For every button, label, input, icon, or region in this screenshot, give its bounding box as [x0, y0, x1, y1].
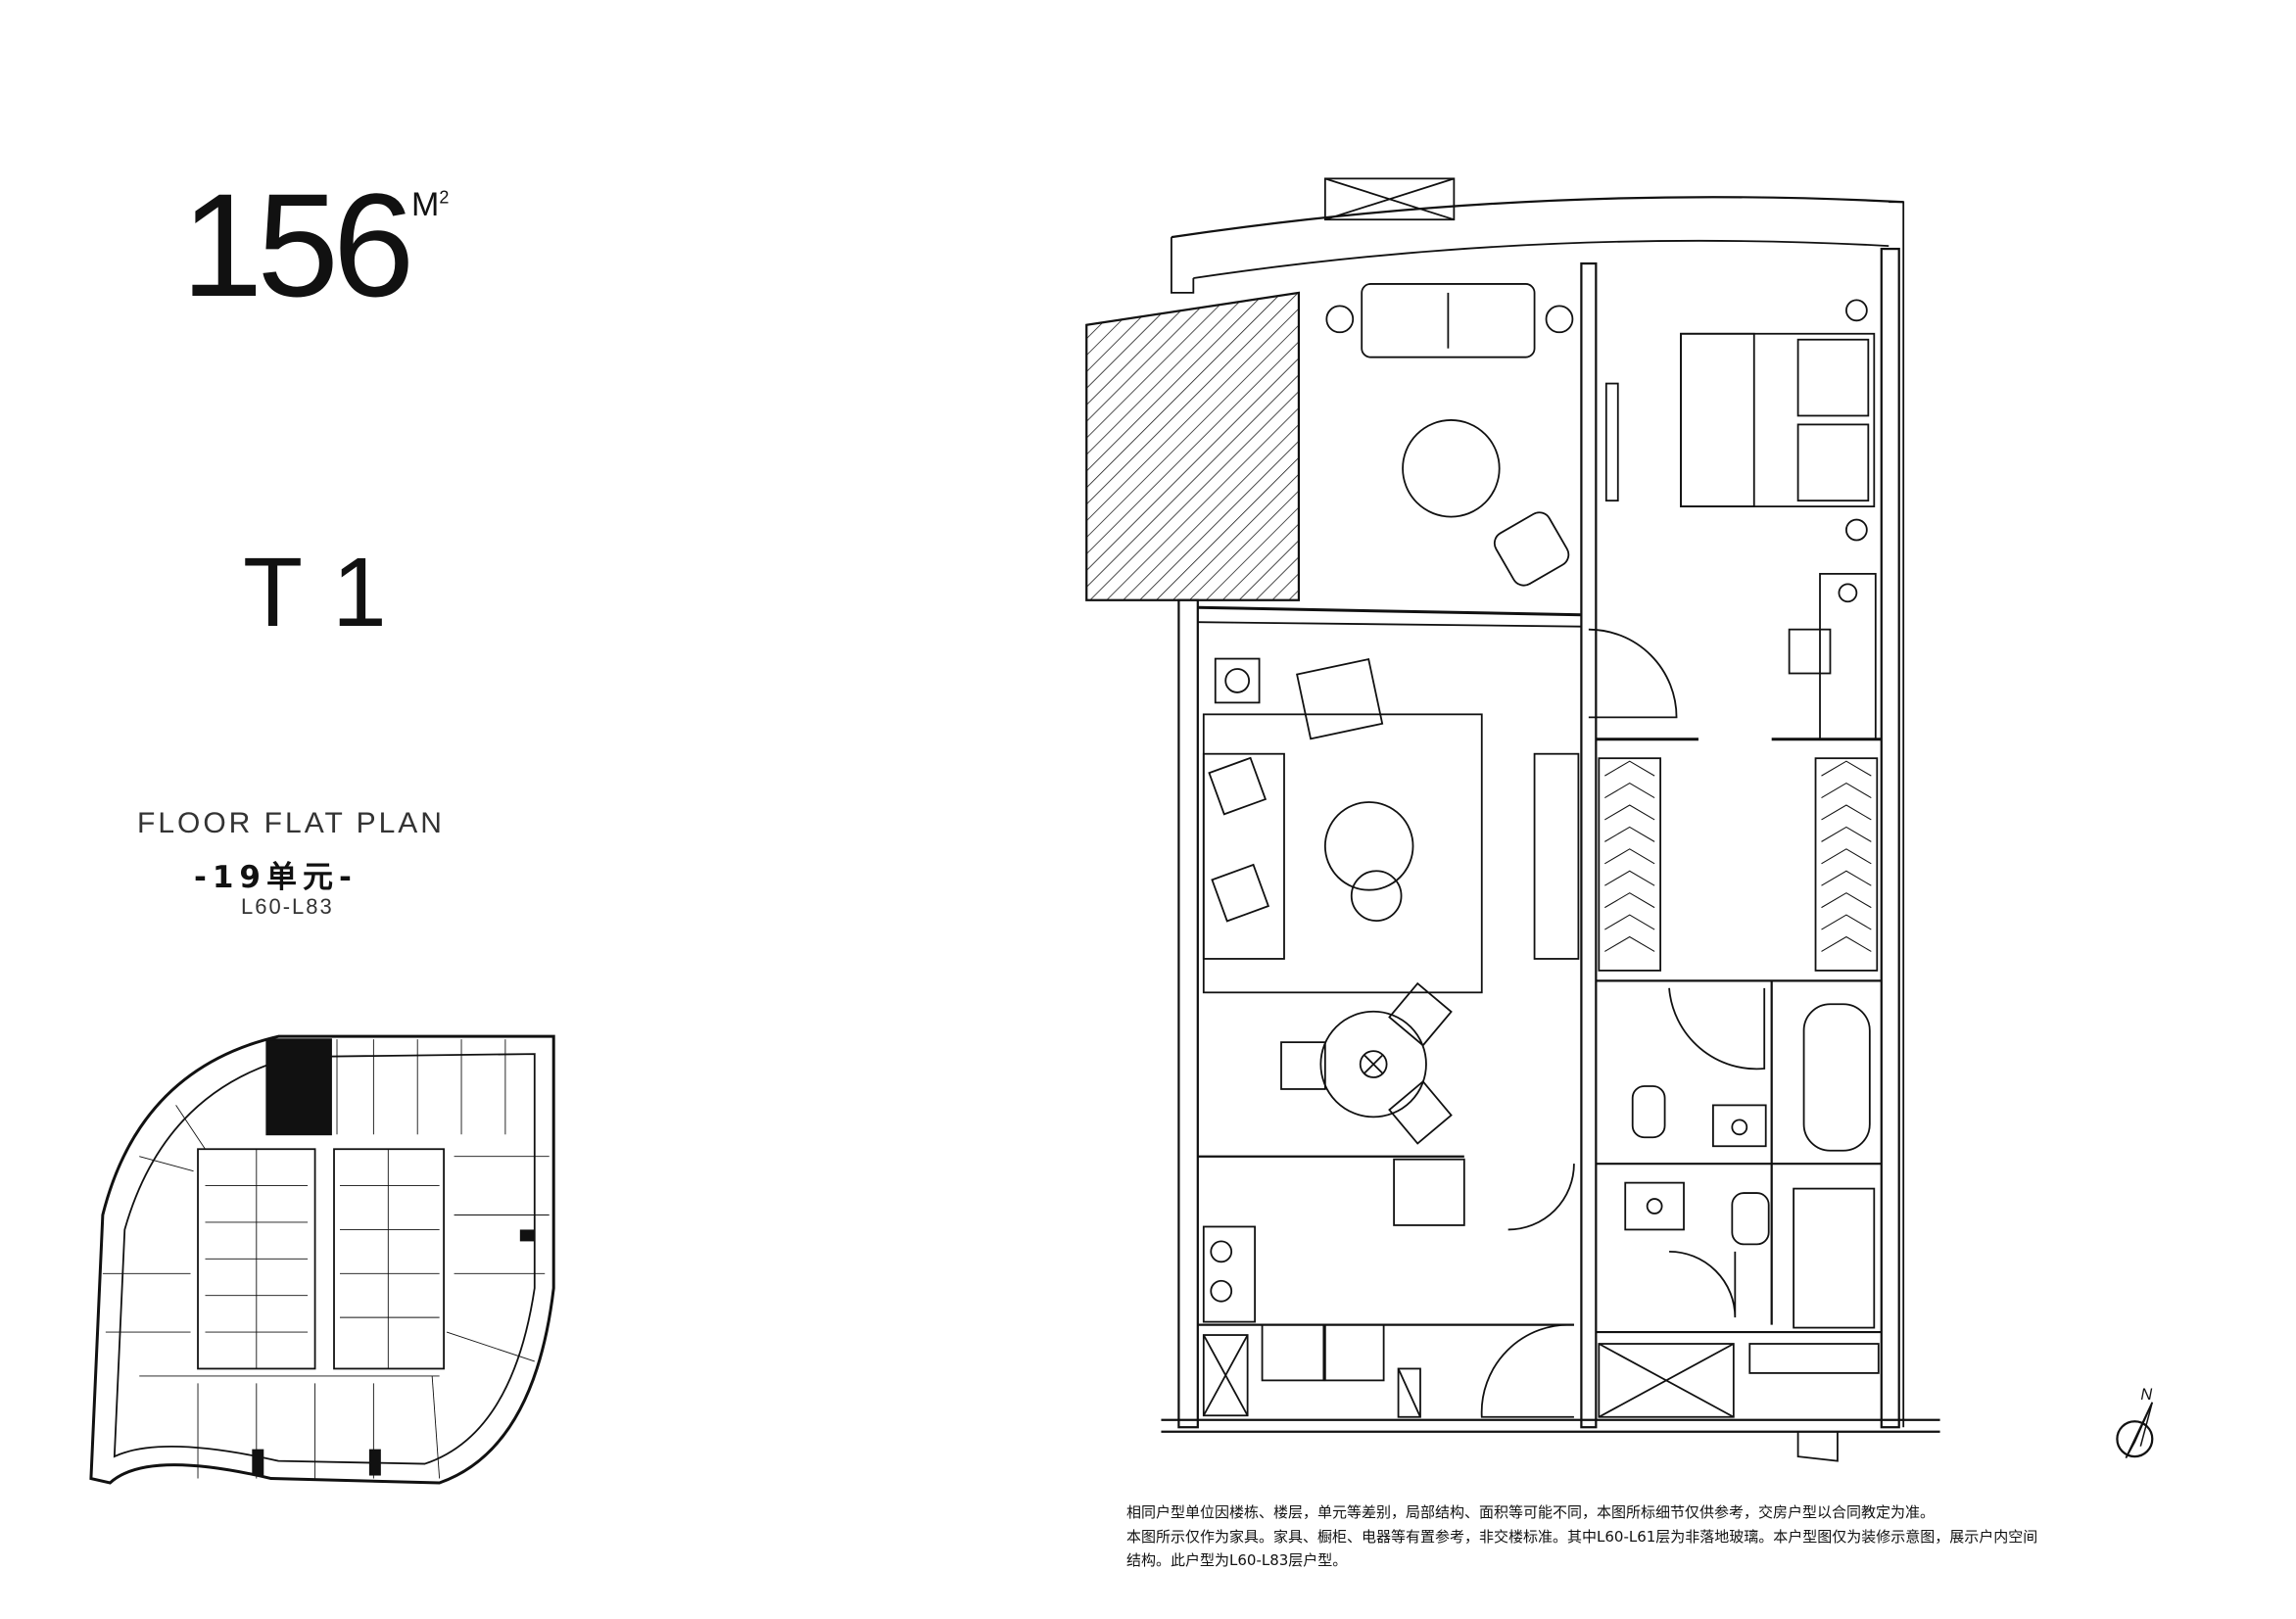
dining-table [1319, 1010, 1427, 1119]
key-plan-minimap [89, 1034, 555, 1485]
highlighted-unit-marker [265, 1038, 332, 1136]
coffee-table [1402, 419, 1501, 518]
disclaimer-line: 本图所示仅作为家具。家具、橱柜、电器等有置参考，非交楼标准。其中L60-L61层… [1126, 1527, 2038, 1546]
disclaimer-notes: 相同户型单位因楼栋、楼层，单元等差别，局部结构、面积等可能不同，本图所标细节仅供… [1126, 1500, 2165, 1573]
unit-floor-plan [1085, 177, 1940, 1462]
unit-area-value: 156 [181, 163, 414, 327]
balcony-hatched-area [1085, 291, 1301, 601]
compass-north-label: N [2140, 1386, 2152, 1404]
north-compass-icon [2116, 1402, 2154, 1459]
wardrobe [1814, 757, 1879, 972]
unit-type-label: T1 [243, 538, 416, 647]
area-unit-letter: M [411, 186, 440, 223]
toilet [1631, 1085, 1666, 1139]
floor-range: L60-L83 [241, 894, 334, 919]
bed [1680, 332, 1876, 508]
disclaimer-line: 结构。此户型为L60-L83层户型。 [1126, 1551, 1348, 1569]
plan-title: FLOOR FLAT PLAN [137, 807, 445, 839]
wardrobe [1598, 757, 1661, 972]
unit-number: -19单元- [194, 860, 358, 895]
unit-area-unit: M2 [411, 186, 449, 224]
area-unit-exponent: 2 [439, 187, 450, 208]
lamp-icon [1325, 305, 1355, 334]
rug [1202, 713, 1483, 994]
armchair [1493, 511, 1570, 587]
disclaimer-line: 相同户型单位因楼栋、楼层，单元等差别，局部结构、面积等可能不同，本图所标细节仅供… [1126, 1503, 1936, 1521]
bathtub [1802, 1003, 1871, 1152]
sofa [1361, 283, 1536, 358]
